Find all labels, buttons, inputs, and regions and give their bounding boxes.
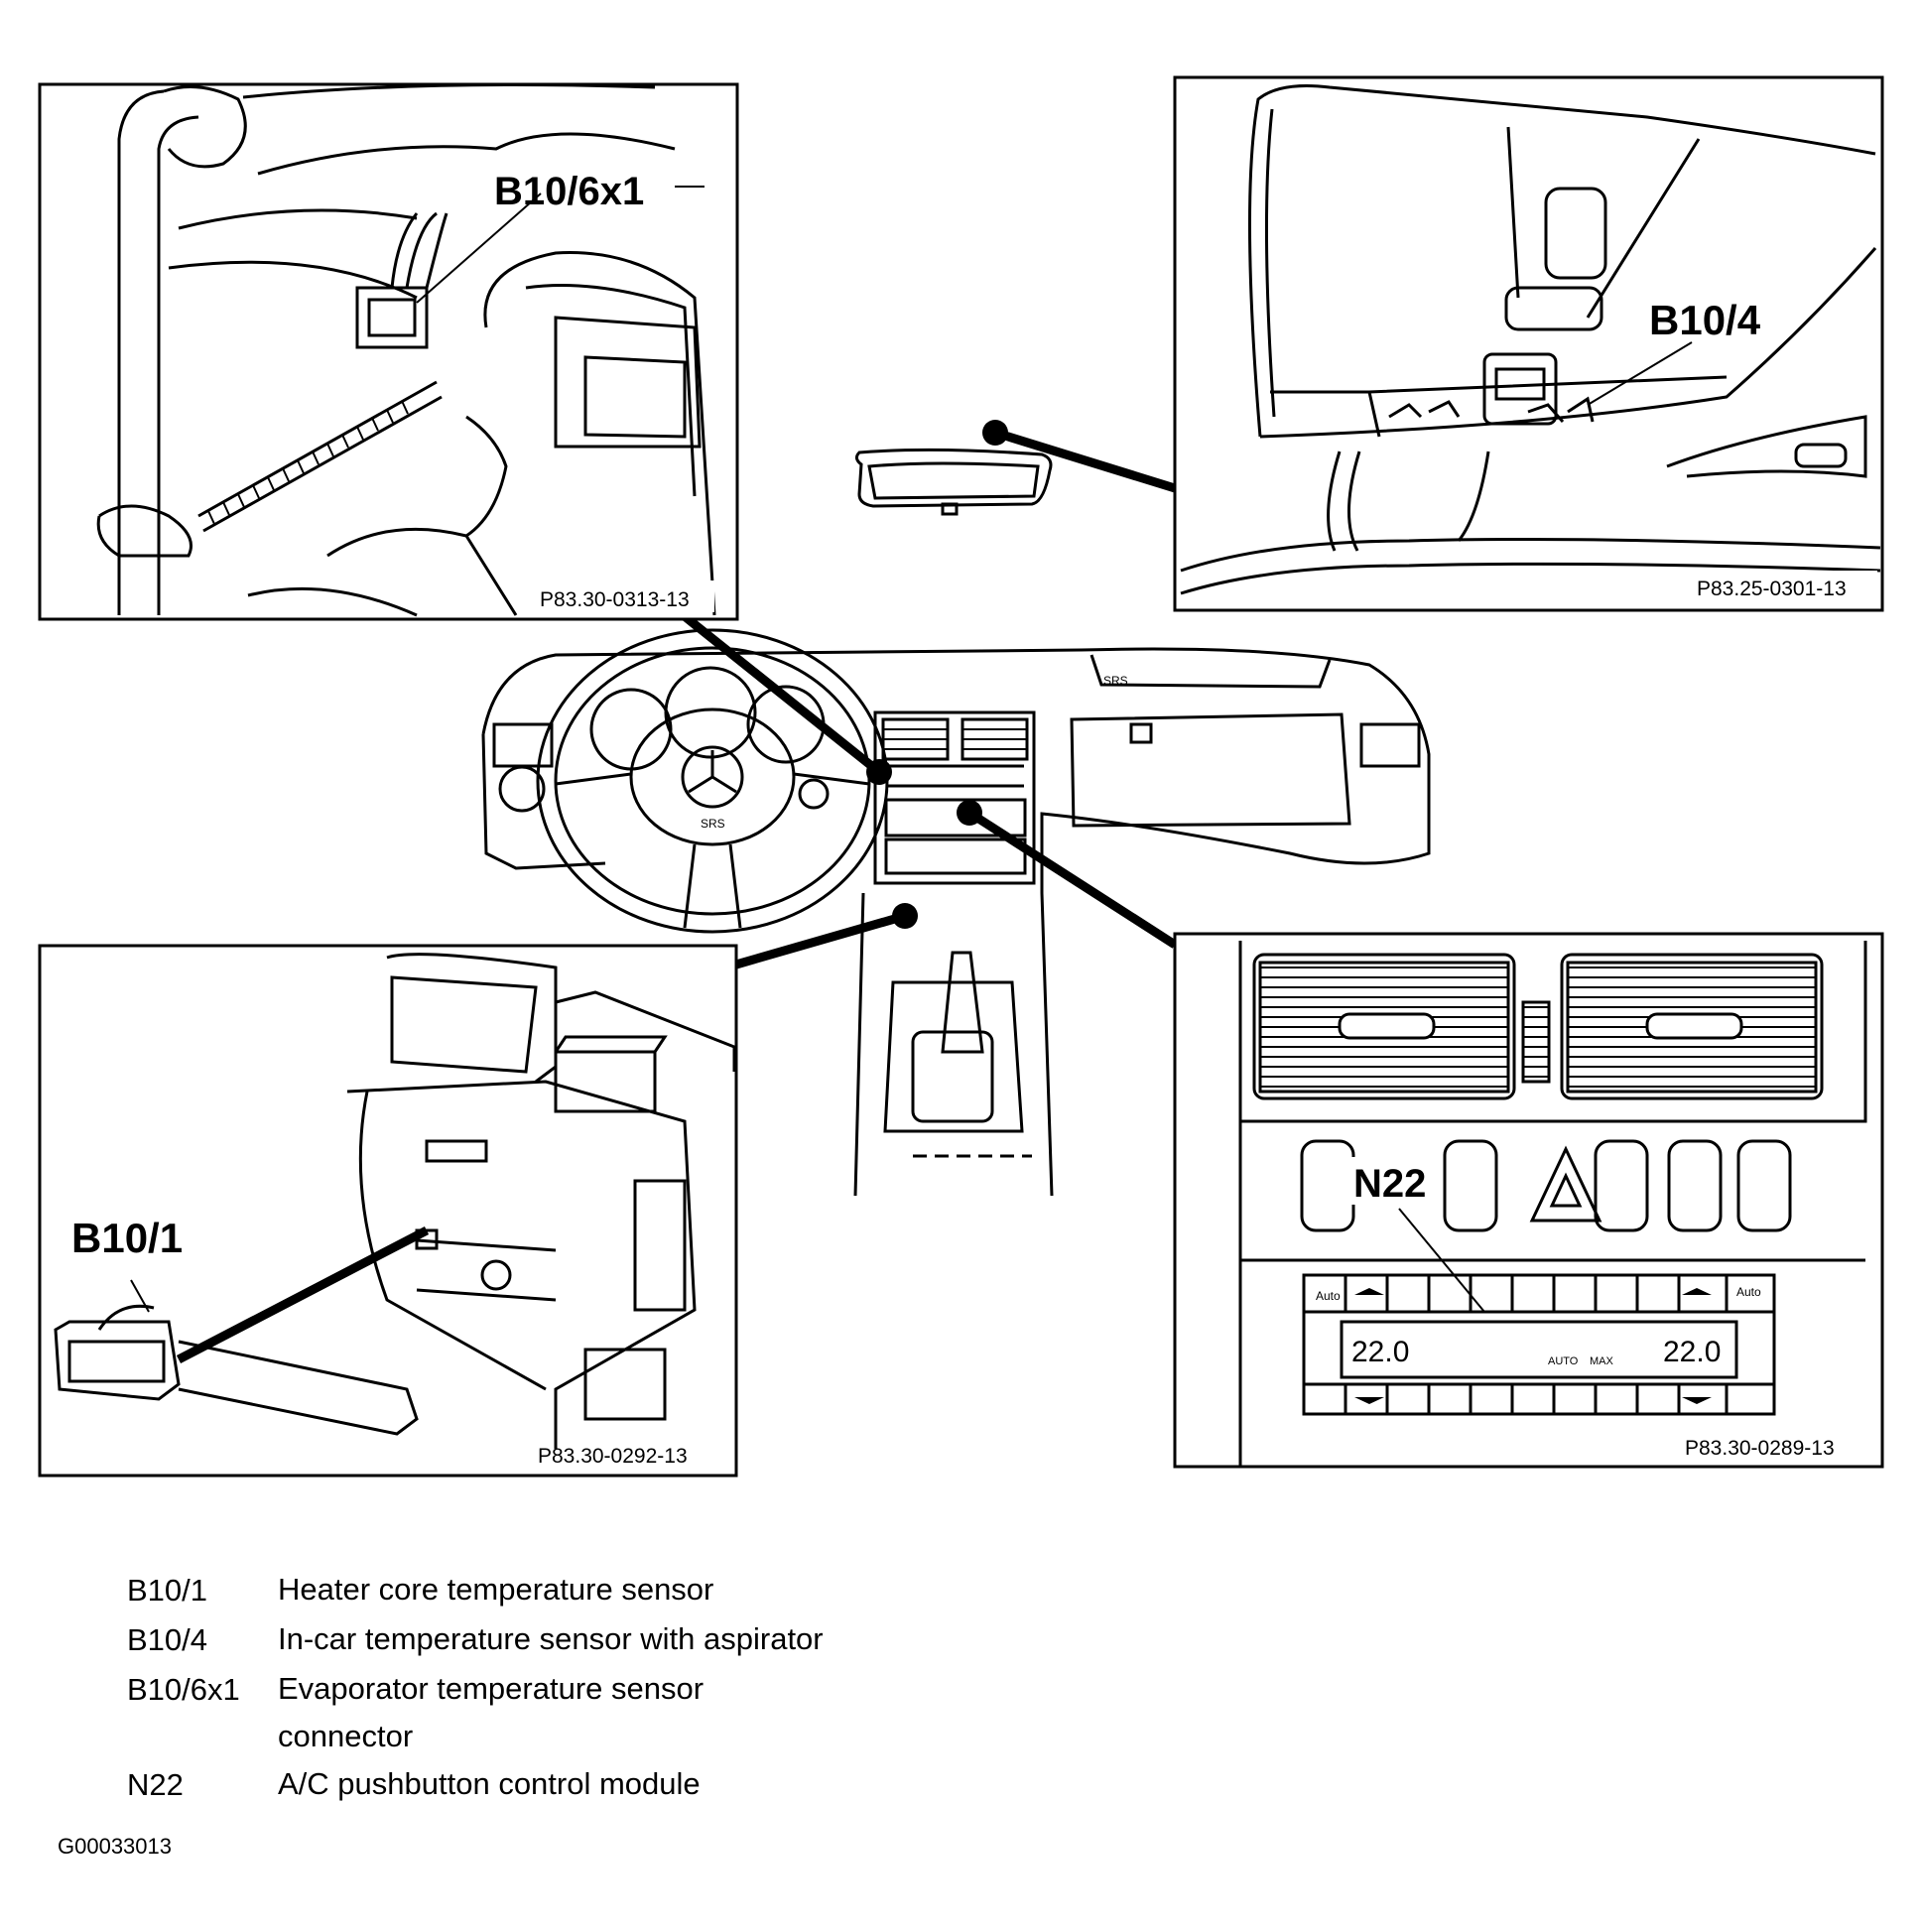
legend-description: A/C pushbutton control module: [278, 1766, 701, 1801]
legend-item: N22 A/C pushbutton control module: [127, 1760, 883, 1810]
panel-top-right: B10/4 P83.25-0301-13: [1173, 75, 1884, 612]
figure-code-bottom-left: P83.30-0292-13: [538, 1445, 688, 1468]
figure-code-top-left: P83.30-0313-13: [540, 588, 690, 611]
figure-id: G00033013: [58, 1834, 172, 1859]
callout-n22: N22: [1353, 1162, 1426, 1206]
legend-item: B10/4 In-car temperature sensor with asp…: [127, 1615, 883, 1665]
climate-right-temp: 22.0: [1663, 1336, 1721, 1368]
panel-bottom-left: B10/1 P83.30-0292-13: [38, 944, 738, 1478]
callout-b10-1: B10/1: [71, 1215, 183, 1261]
locator-diagram: B10/6x1 P83.30-0313-13 B: [38, 75, 1884, 1478]
legend-item: B10/6x1 Evaporator temperature sensor co…: [127, 1665, 883, 1760]
callout-b10-4: B10/4: [1649, 297, 1761, 343]
legend: B10/1 Heater core temperature sensor B10…: [127, 1566, 883, 1810]
callout-b10-6x1: B10/6x1: [494, 170, 644, 213]
figure-code-top-right: P83.25-0301-13: [1697, 578, 1847, 600]
legend-code: B10/6x1: [127, 1672, 240, 1707]
location-dot-b10-1: [892, 903, 918, 929]
legend-item: B10/1 Heater core temperature sensor: [127, 1566, 883, 1615]
steering-srs-label: SRS: [701, 817, 725, 831]
location-dot-n22: [957, 800, 982, 826]
climate-left-temp: 22.0: [1351, 1336, 1409, 1368]
panel-top-left: B10/6x1 P83.30-0313-13: [38, 82, 739, 621]
rear-view-mirror: [854, 448, 1053, 516]
climate-max-label: MAX: [1590, 1355, 1614, 1367]
climate-btn-auto-right: Auto: [1736, 1285, 1761, 1299]
leader-lines: [673, 428, 1178, 969]
location-dot-b10-4: [982, 420, 1008, 446]
legend-code: B10/1: [127, 1573, 208, 1608]
climate-btn-auto-left: Auto: [1316, 1289, 1341, 1303]
legend-description: In-car temperature sensor with aspirator: [278, 1621, 824, 1656]
legend-code: B10/4: [127, 1622, 208, 1657]
panel-bottom-right: Auto Auto 22.0 AUTO MAX 22.0 N22 P83.30-…: [1173, 932, 1884, 1469]
dashboard-drawing: [481, 628, 1431, 1197]
legend-description: Heater core temperature sensor: [278, 1572, 714, 1607]
figure-code-bottom-right: P83.30-0289-13: [1685, 1437, 1835, 1460]
legend-code: N22: [127, 1767, 184, 1802]
dashboard-srs-label: SRS: [1103, 674, 1128, 688]
legend-description: Evaporator temperature sensor connector: [278, 1671, 705, 1753]
climate-auto-label: AUTO: [1548, 1355, 1579, 1367]
